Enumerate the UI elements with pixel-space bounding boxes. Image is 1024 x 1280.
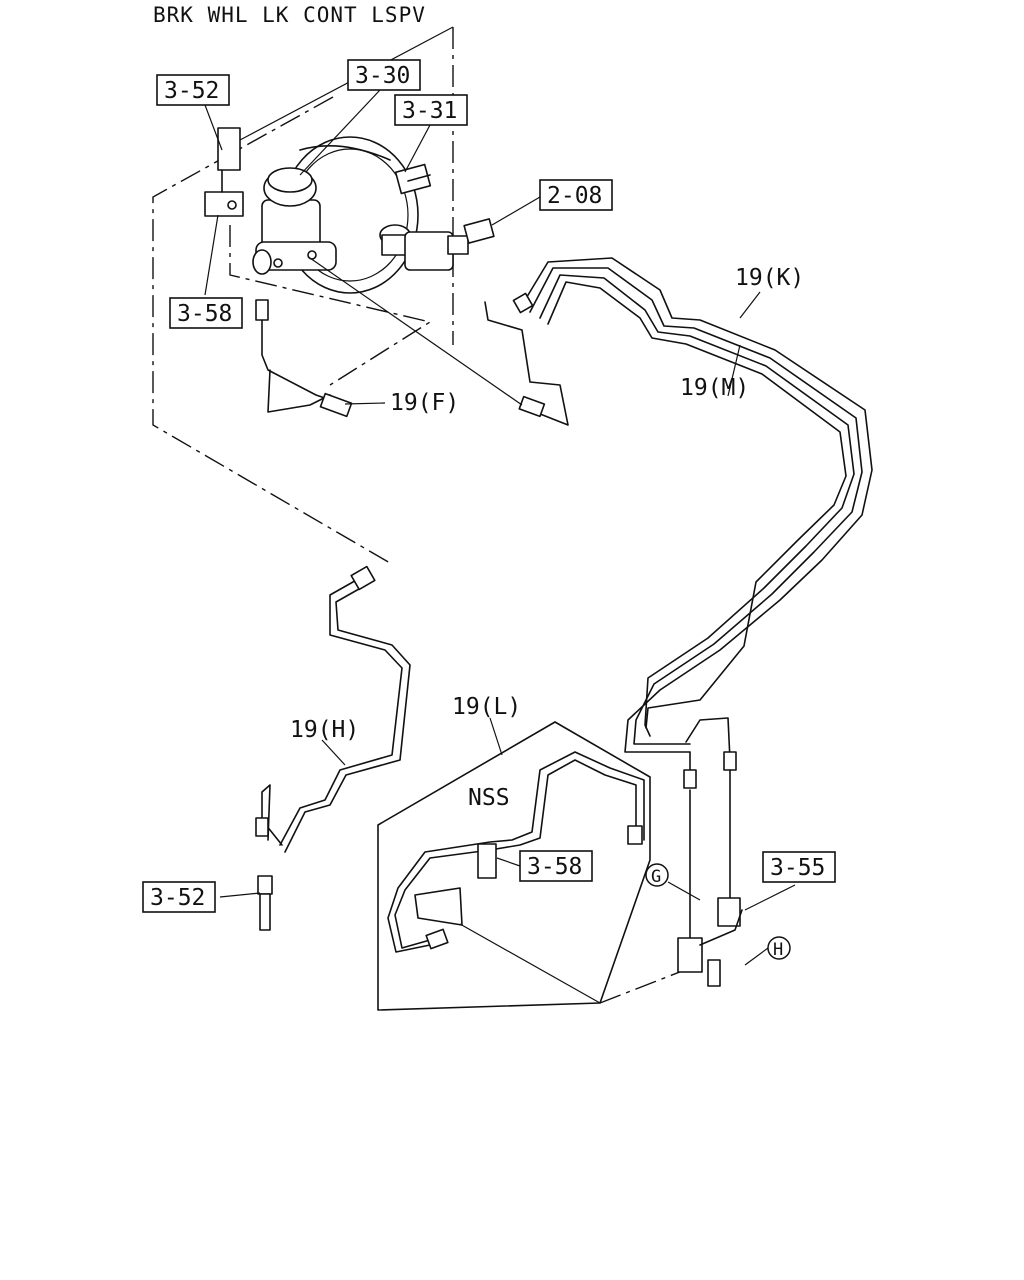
diagram-title: BRK WHL LK CONT LSPV [153,3,426,27]
svg-text:3-58: 3-58 [177,301,232,327]
svg-text:H: H [773,940,783,960]
svg-text:3-52: 3-52 [150,885,205,911]
label-19M: 19(M) [680,375,749,401]
label-19K: 19(K) [735,265,804,291]
svg-text:2-08: 2-08 [547,183,602,209]
label-3-58-bottom: 3-58 [519,850,593,882]
label-3-30: 3-30 [347,59,421,91]
callout-H: H [767,936,791,960]
svg-text:3-30: 3-30 [355,63,410,89]
lspv-valve [667,769,796,987]
pipe-19F [255,299,353,418]
pipe-19K-19M-bundle [512,257,873,789]
label-3-58-top: 3-58 [169,297,243,329]
svg-text:3-58: 3-58 [527,854,582,880]
pipe-19H [255,565,411,931]
svg-text:3-55: 3-55 [770,855,825,881]
label-2-08: 2-08 [539,179,613,211]
master-cylinder-frame [152,26,454,564]
clutch-master-cylinder [379,218,495,271]
label-3-55: 3-55 [762,851,836,883]
label-19F: 19(F) [390,390,459,416]
svg-text:3-52: 3-52 [164,78,219,104]
label-3-52-top: 3-52 [156,74,230,106]
label-3-52-bottom: 3-52 [142,881,216,913]
callout-G: G [645,863,669,887]
label-3-31: 3-31 [394,94,468,126]
svg-text:3-31: 3-31 [402,98,457,124]
label-nss: NSS [468,785,510,811]
label-19L: 19(L) [452,694,521,720]
leader-lines [204,89,541,898]
pipe-19L [387,751,645,1004]
svg-text:G: G [651,867,661,887]
label-19H: 19(H) [290,717,359,743]
master-cylinder [252,167,337,275]
pipe-to-rear [309,257,569,426]
top-bracket [204,127,244,217]
